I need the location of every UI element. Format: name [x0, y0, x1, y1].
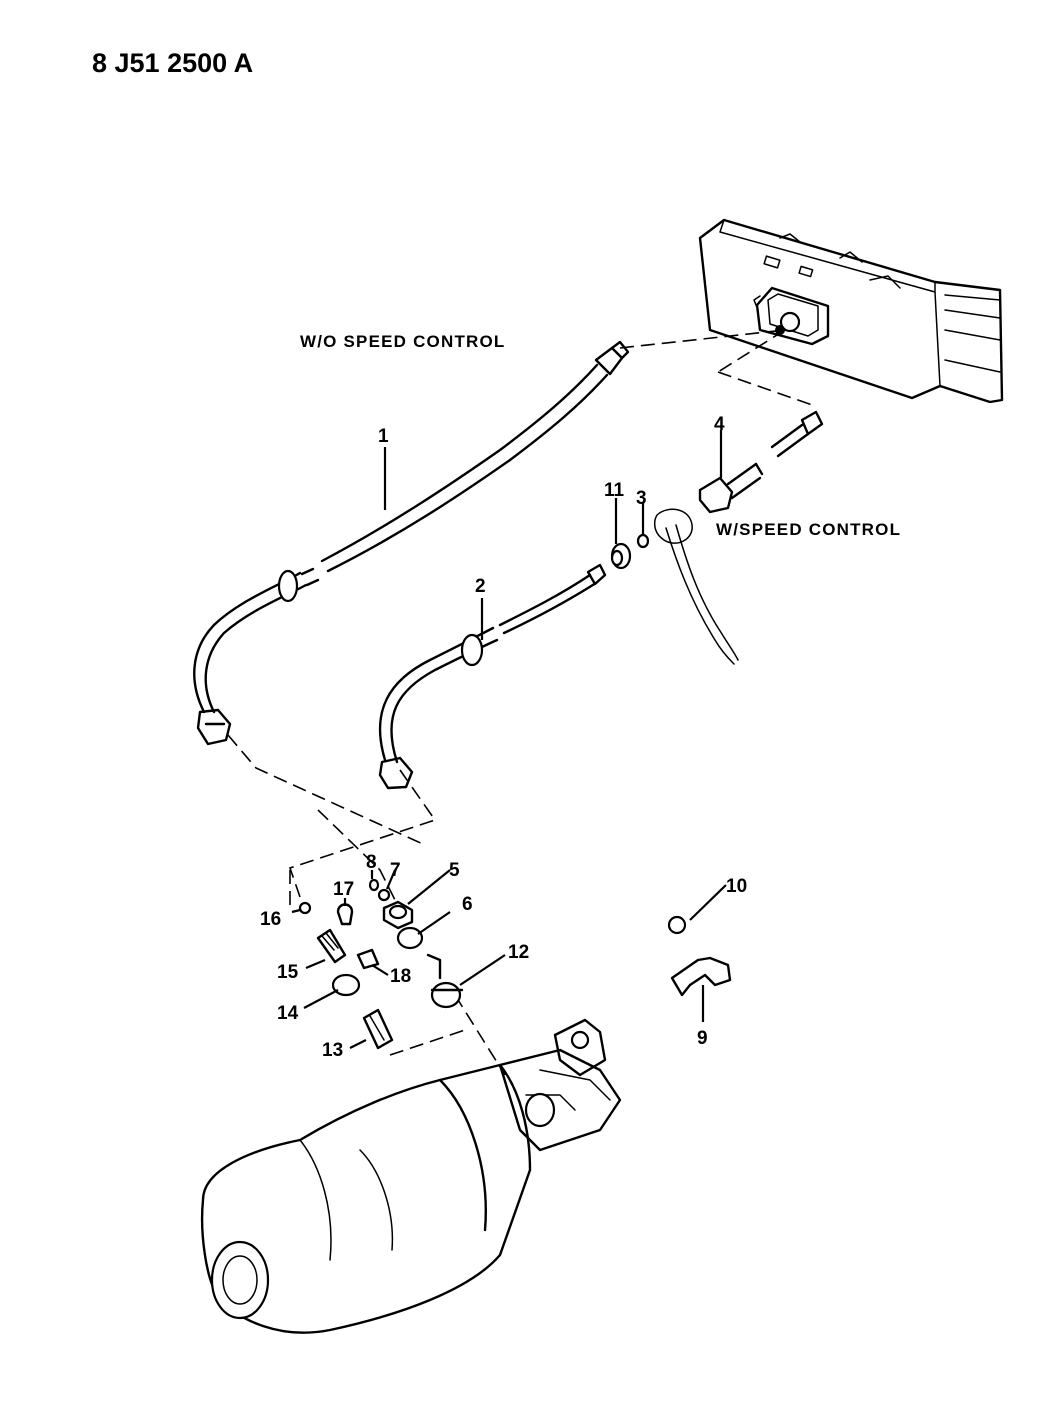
callout-13: 13	[322, 1040, 343, 1061]
callout-5: 5	[449, 860, 460, 881]
callout-16: 16	[260, 909, 281, 930]
callout-1: 1	[378, 426, 389, 447]
callout-8: 8	[366, 852, 377, 873]
document-code: 8 J51 2500 A	[92, 48, 253, 78]
speedometer-cable-1	[193, 340, 630, 746]
callout-3: 3	[636, 488, 647, 509]
callout-7: 7	[390, 860, 401, 881]
part-7	[377, 888, 391, 902]
callout-2: 2	[475, 576, 486, 597]
part-12	[426, 953, 442, 980]
callout-17: 17	[333, 879, 354, 900]
part-5	[382, 900, 414, 930]
part-13	[362, 1008, 394, 1050]
callout-6: 6	[462, 894, 473, 915]
callout-10: 10	[726, 876, 747, 897]
callout-12: 12	[508, 942, 529, 963]
part-9	[670, 956, 732, 997]
callout-9: 9	[697, 1028, 708, 1049]
part-14	[331, 973, 361, 997]
instrument-cluster	[698, 218, 1004, 404]
caption-with-speed-control: W/SPEED CONTROL	[716, 520, 901, 539]
callout-18: 18	[390, 966, 411, 987]
callout-4: 4	[714, 414, 725, 435]
part-17	[336, 903, 354, 926]
part-6	[396, 926, 424, 950]
speedometer-cable-2	[378, 563, 607, 790]
part-3-clip	[636, 533, 650, 549]
callout-numbers: 1 2 3 4 5 6 7 8 9 10 11 12 13 14 15 16 1…	[260, 414, 747, 1061]
part-11-nut	[610, 542, 632, 570]
part-18	[356, 948, 380, 970]
part-16	[298, 901, 312, 915]
caption-without-speed-control: W/O SPEED CONTROL	[300, 332, 506, 351]
leader-lines	[291, 430, 727, 1049]
callout-15: 15	[277, 962, 299, 983]
part-8	[368, 878, 380, 892]
callout-14: 14	[277, 1003, 299, 1024]
part-10	[667, 915, 687, 935]
callout-11: 11	[604, 480, 625, 501]
connection-lines	[227, 329, 816, 1076]
small-parts	[298, 878, 732, 1050]
transmission-housing	[200, 1018, 622, 1334]
